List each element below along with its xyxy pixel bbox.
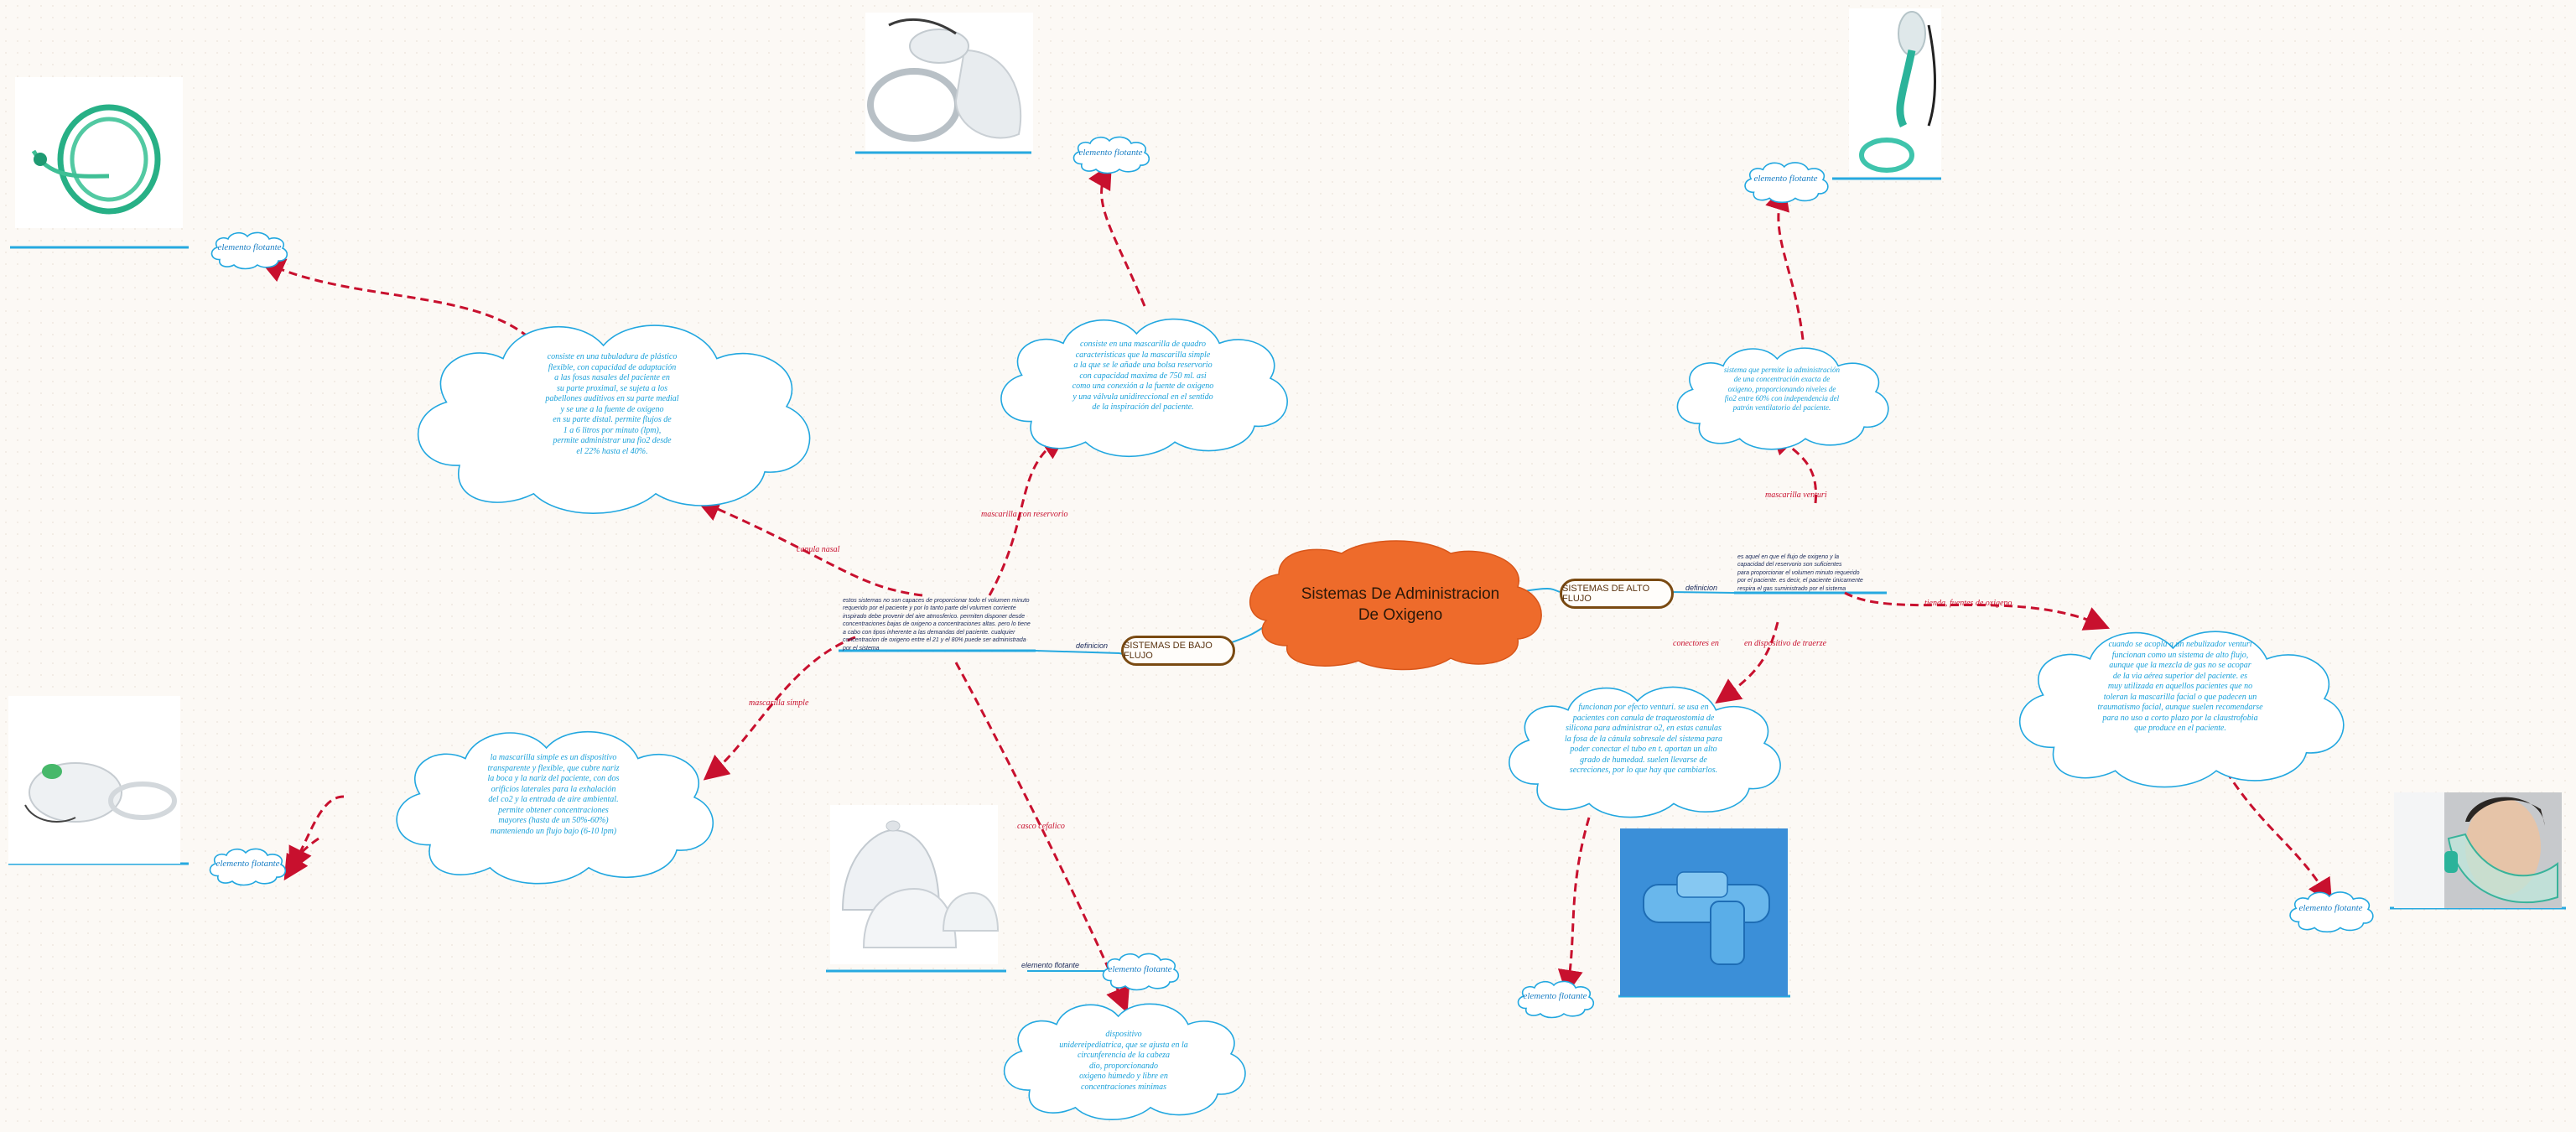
floating-element-7[interactable]: elemento flotante (2298, 903, 2363, 913)
edge-label-tpieza: conectores en (1673, 639, 1719, 648)
edge-label-tpieza-2: en dispositivo de traerze (1744, 639, 1827, 648)
high-flow-branch[interactable]: SISTEMAS DE ALTO FLUJO (1560, 579, 1674, 609)
cloud-cefalica-text[interactable]: dispositivo unidereipediatrica, que se a… (1059, 1030, 1188, 1092)
low-flow-definition: estos sistemas no son capaces de proporc… (843, 598, 1031, 652)
floating-element-5[interactable]: elemento flotante (1108, 964, 1172, 974)
high-flow-definition: es aquel en que el flujo de oxigeno y la… (1737, 554, 1863, 592)
cloud-nebulizador-text[interactable]: cuando se acopla a un nebulizador ventur… (2097, 640, 2263, 733)
floating-element-2[interactable]: elemento flotante (1078, 148, 1143, 158)
floating-element-6[interactable]: elemento flotante (1523, 991, 1587, 1001)
floating-element-3[interactable]: elemento flotante (1753, 174, 1818, 184)
central-topic[interactable]: Sistemas De Administracion De Oxigeno (1301, 585, 1500, 624)
low-flow-branch[interactable]: SISTEMAS DE BAJO FLUJO (1121, 636, 1235, 666)
cloud-venturi-text[interactable]: sistema que permite la administración de… (1724, 366, 1840, 412)
edge-label-reservorio: mascarilla con reservorio (981, 510, 1068, 519)
edge-label-venturi: mascarilla venturi (1765, 491, 1827, 500)
edge-label-simple: mascarilla simple (749, 698, 809, 708)
low-flow-definition-tag: definicion (1076, 641, 1109, 650)
nasal-cannula-image (15, 77, 183, 228)
reservoir-mask-image (865, 13, 1033, 151)
cloud-tpieza-text[interactable]: funcionan por efecto venturi. se usa en … (1565, 703, 1722, 775)
simple-mask-image (8, 696, 180, 864)
edge-label-canula: canula nasal (797, 545, 840, 554)
floating-element-8[interactable]: elemento flotante (1021, 961, 1080, 969)
venturi-mask-image (1849, 8, 1941, 176)
floating-element-1[interactable]: elemento flotante (217, 242, 282, 252)
edge-label-nebulizador: tienda, fuentes de oxigeno (1924, 599, 2012, 608)
face-tent-image (2394, 792, 2562, 908)
cloud-simple-text[interactable]: la mascarilla simple es un dispositivo t… (487, 753, 620, 836)
edge-label-cefalica: casco cefalico (1017, 822, 1065, 831)
oxygen-hood-image (830, 805, 1000, 964)
cloud-canula-text[interactable]: consiste en una tubuladura de plástico f… (545, 352, 679, 456)
floating-element-4[interactable]: elemento flotante (216, 859, 280, 869)
high-flow-definition-tag: definicion (1685, 584, 1718, 592)
t-piece-image (1620, 828, 1788, 996)
cloud-reservorio-text[interactable]: consiste en una mascarilla de quadro car… (1072, 340, 1214, 412)
central-topic-shape (1249, 540, 1542, 671)
